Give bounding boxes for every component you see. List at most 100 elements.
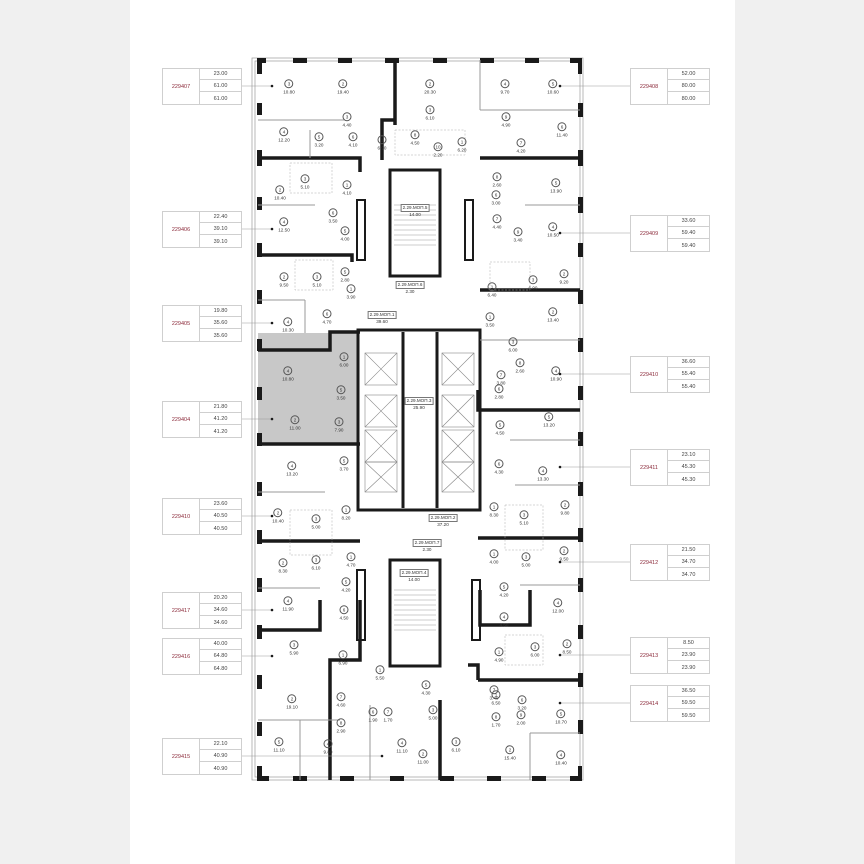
apartment-legend-229408[interactable]: 229408 52.00 80.00 80.00 [630,68,710,105]
room-area: 9.20 [559,278,569,284]
apartment-legend-229407[interactable]: 229407 23.00 61.00 61.00 [162,68,242,105]
total-area-with-balcony: 59.50 [681,712,696,719]
apartment-legend-229416[interactable]: 229416 40.00 64.80 64.80 [162,638,242,675]
total-area-with-balcony: 34.70 [681,571,696,578]
room-number: 3 [311,514,321,524]
room-area: 19.10 [286,703,298,709]
room-number: 9 [501,112,511,122]
room-area: 10.40 [274,194,286,200]
apartment-legend-229413[interactable]: 229413 8.50 23.90 23.90 [630,637,710,674]
apartment-legend-229405[interactable]: 229405 19.80 35.60 35.60 [162,305,242,342]
room-number: 1 [346,284,356,294]
apartment-id: 229410 [631,357,668,392]
room-area: 4.10 [348,141,358,147]
room-number: 3 [312,272,322,282]
room-number: 3 [300,174,310,184]
living-area: 23.60 [200,499,241,510]
apartment-legend-229404[interactable]: 229404 21.80 41.20 41.20 [162,401,242,438]
room-area: 6.10 [311,564,321,570]
room-number: 8 [410,130,420,140]
room-number: 5 [274,737,284,747]
room-number: 2 [548,307,558,317]
room-number: 7 [489,685,499,695]
apartment-legend-229410[interactable]: 229410 36.60 55.40 55.40 [630,356,710,393]
apartment-legend-229406[interactable]: 229406 22.40 39.10 39.10 [162,211,242,248]
apartment-legend-229409[interactable]: 229409 33.60 59.40 59.40 [630,215,710,252]
apartment-legend-229410-left[interactable]: 229410 23.60 40.50 40.50 [162,498,242,535]
room-area: 3.00 [491,199,501,205]
living-area: 23.10 [668,450,709,461]
room-number: 2 [562,639,572,649]
room-area: 5.10 [300,183,310,189]
room-number: 4 [556,750,566,760]
total-area: 39.10 [200,224,241,235]
room-number: 2 [275,185,285,195]
apartment-id: 229416 [163,639,200,674]
apartment-legend-229411[interactable]: 229411 23.10 45.30 45.30 [630,449,710,486]
room-number: 1 [341,505,351,515]
apartment-legend-229417[interactable]: 229417 20.20 34.60 34.60 [162,592,242,629]
room-number: 5 [421,680,431,690]
room-area: 10.40 [272,517,284,523]
room-area: 4.30 [494,468,504,474]
room-number: 2 [278,558,288,568]
room-area: 6.10 [451,746,461,752]
room-area: 5.10 [519,519,529,525]
apartment-legend-229412[interactable]: 229412 21.50 34.70 34.70 [630,544,710,581]
total-area-with-balcony: 41.20 [213,428,228,435]
apartment-id: 229417 [163,593,200,628]
apartment-legend-229415[interactable]: 229415 22.10 40.90 40.90 [162,738,242,775]
room-area: 5.90 [289,649,299,655]
room-area: 10.50 [547,231,559,237]
room-area: 7.90 [334,426,344,432]
room-number: 4 [551,366,561,376]
apartment-legend-229414[interactable]: 229414 36.50 59.50 59.50 [630,685,710,722]
room-area: 4.10 [342,189,352,195]
room-number: 3 [521,552,531,562]
room-area: 4.30 [421,689,431,695]
vent-shafts [356,199,481,641]
room-area: 3.50 [328,217,338,223]
apartment-id: 229415 [163,739,200,774]
room-number: 2 [418,749,428,759]
room-area: 6.90 [528,284,538,290]
room-area: 11.10 [273,746,285,752]
room-number: 7 [383,707,393,717]
room-area: 2.00 [516,719,526,725]
room-area: 4.70 [322,318,332,324]
room-number: 1 [375,665,385,675]
room-area: 4.20 [516,147,526,153]
living-area: 8.50 [668,638,709,649]
room-number: 4 [287,461,297,471]
room-number: 2 [273,508,283,518]
room-area: 4.20 [499,591,509,597]
room-number: 3 [425,105,435,115]
